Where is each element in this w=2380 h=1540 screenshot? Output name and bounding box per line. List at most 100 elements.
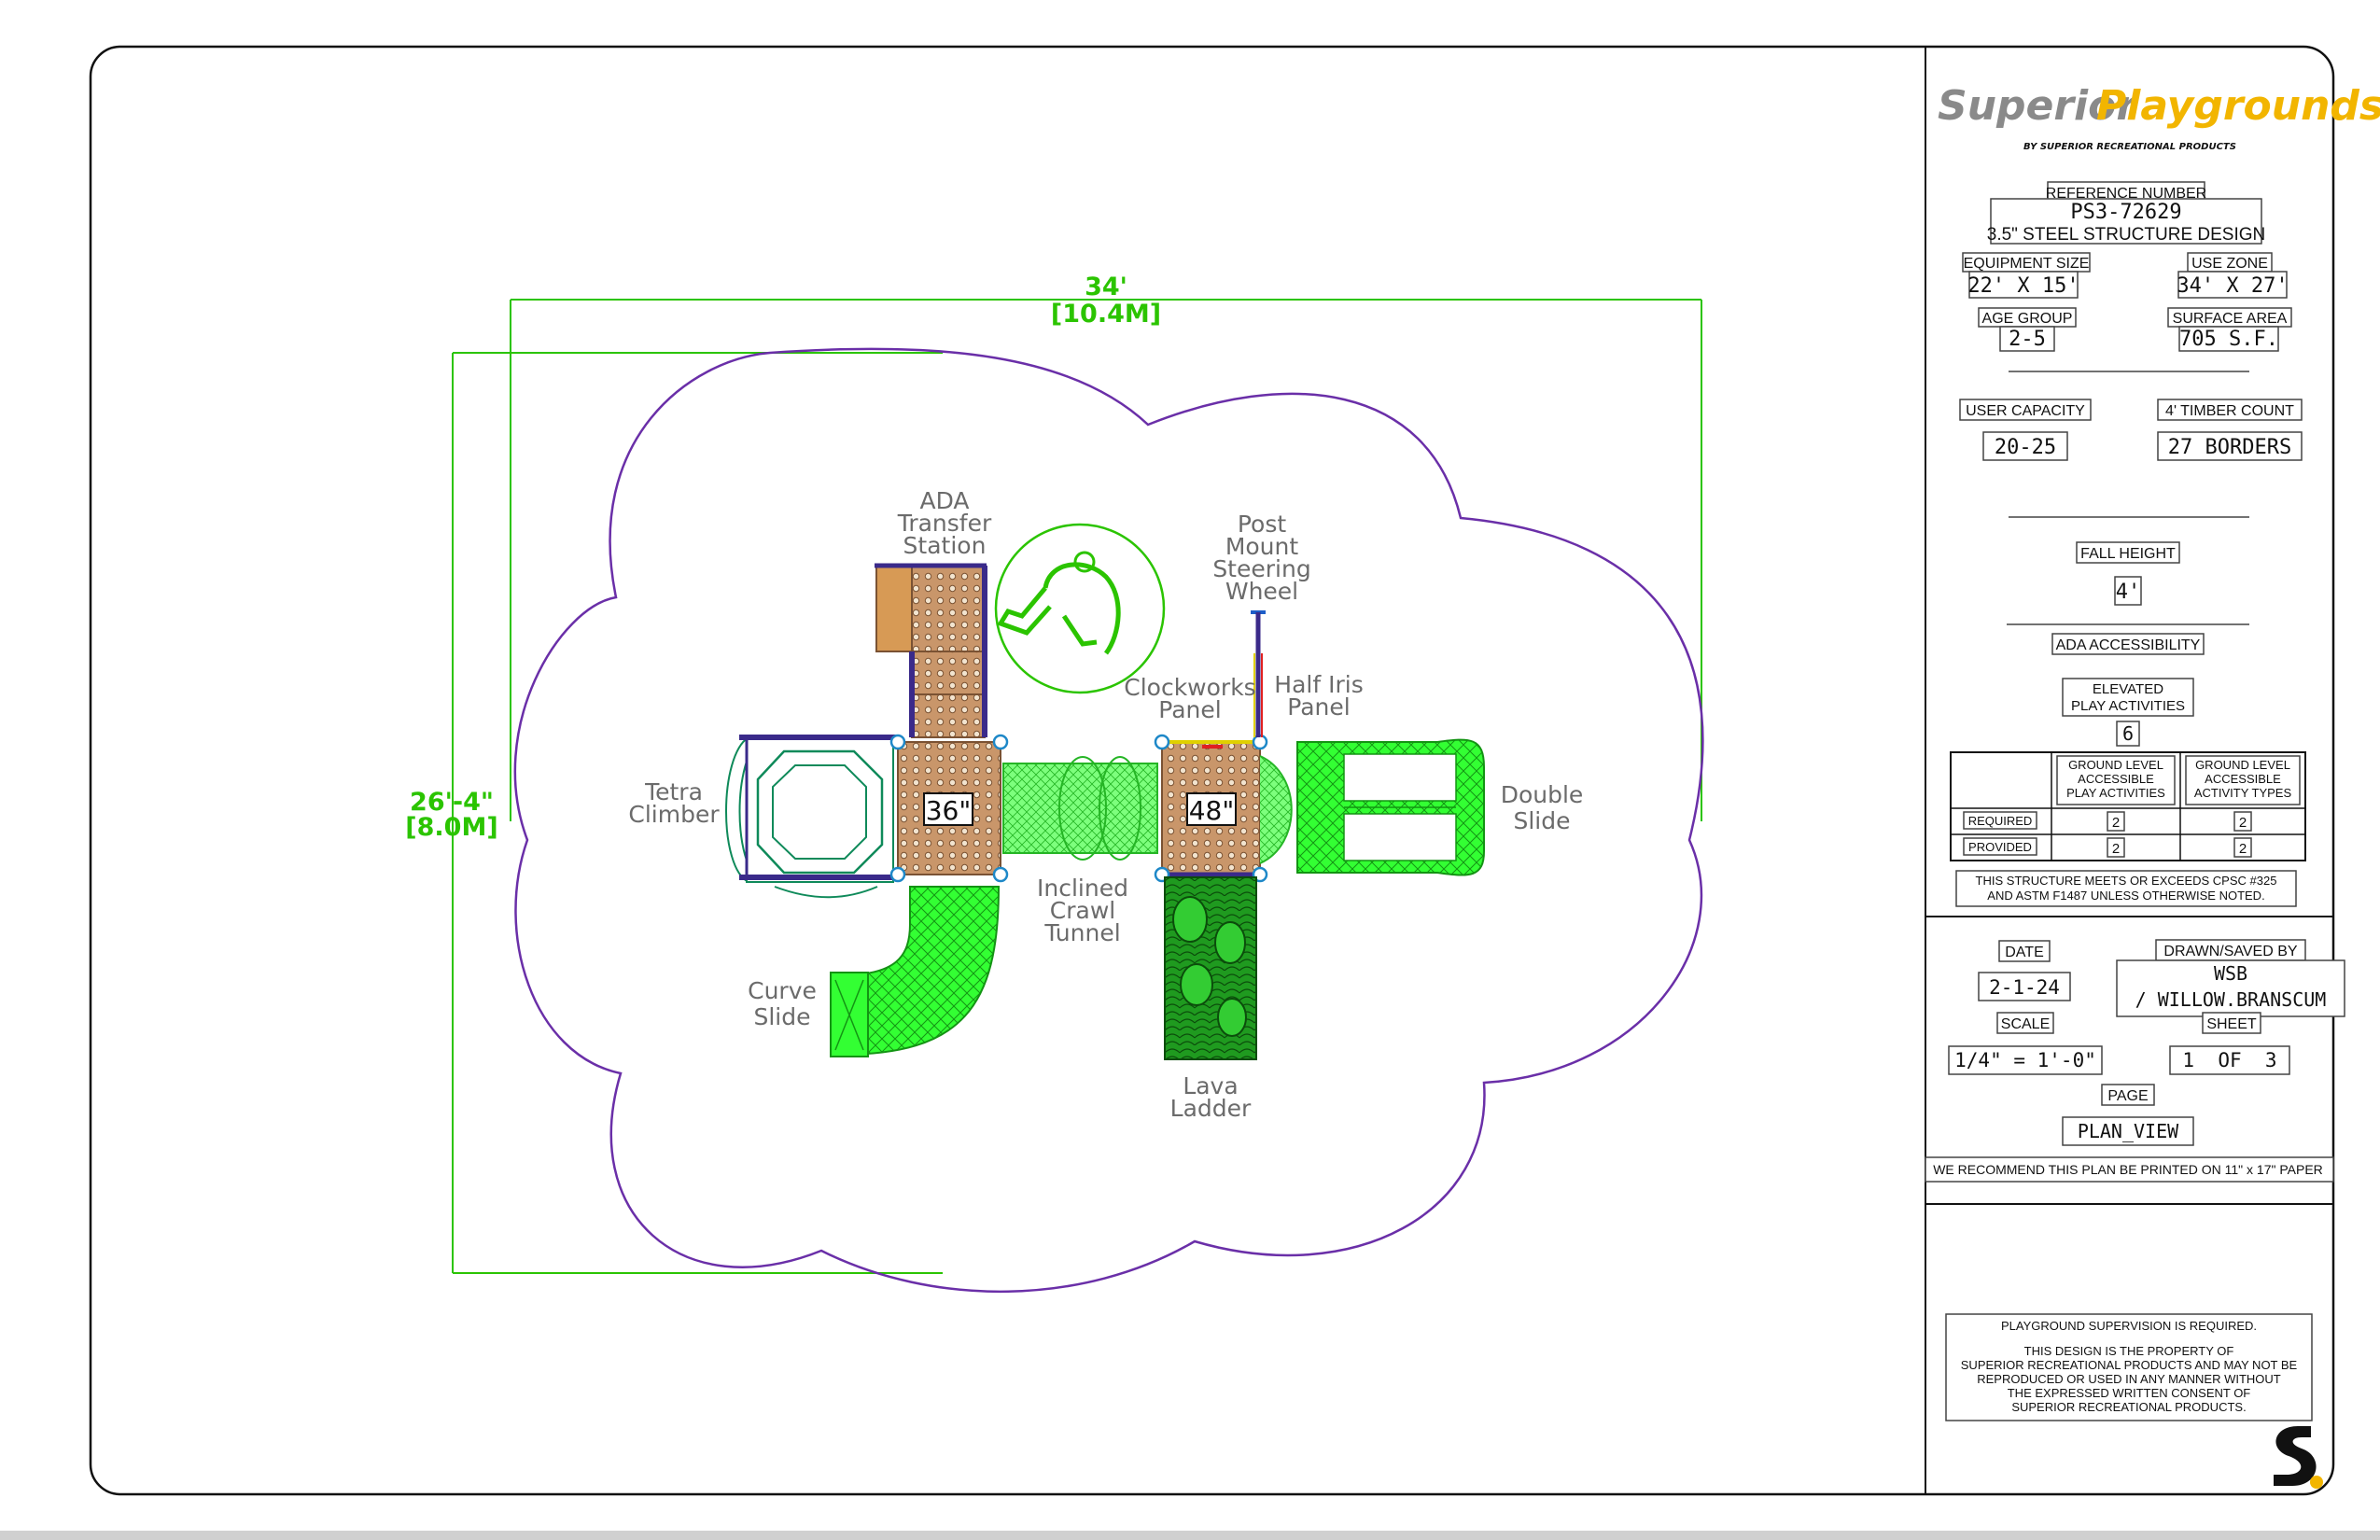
width-feet: 34' bbox=[1085, 273, 1127, 301]
deck-48: 48" bbox=[1154, 734, 1293, 883]
use-zone-label: USE ZONE bbox=[2191, 256, 2268, 272]
equipment-size-label: EQUIPMENT SIZE bbox=[1964, 256, 2090, 272]
scale-value: 1/4" = 1'-0" bbox=[1954, 1049, 2096, 1071]
plan-area: 34' [10.4M] 26'-4" [8.0M] bbox=[405, 273, 1704, 1294]
label-post-3: Steering bbox=[1212, 555, 1310, 582]
deck-48-label: 48" bbox=[1189, 795, 1235, 826]
row-provided-a: 2 bbox=[2112, 841, 2120, 857]
scale-label: SCALE bbox=[2001, 1016, 2050, 1032]
cpsc-line2: AND ASTM F1487 UNLESS OTHERWISE NOTED. bbox=[1987, 889, 2264, 903]
use-zone: 34' X 27' bbox=[2177, 274, 2288, 298]
col2-line1: GROUND LEVEL bbox=[2195, 758, 2290, 772]
label-ada-1: ADA bbox=[919, 487, 969, 514]
label-ada-2: Transfer bbox=[897, 510, 992, 537]
row-required-label: REQUIRED bbox=[1968, 814, 2033, 828]
page-value: PLAN_VIEW bbox=[2078, 1120, 2179, 1142]
label-lava-1: Lava bbox=[1183, 1072, 1238, 1099]
curve-slide bbox=[830, 886, 1001, 1057]
row-provided-label: PROVIDED bbox=[1968, 840, 2032, 854]
drawn-by-initials: WSB bbox=[2214, 962, 2247, 985]
label-ada-3: Station bbox=[903, 532, 987, 559]
row-required-a: 2 bbox=[2112, 815, 2120, 831]
label-tunnel-1: Inclined bbox=[1037, 875, 1128, 902]
drawn-by-label: DRAWN/SAVED BY bbox=[2163, 944, 2297, 959]
height-feet: 26'-4" bbox=[410, 788, 494, 817]
ada-transfer-station bbox=[875, 563, 987, 738]
col1-line3: PLAY ACTIVITIES bbox=[2066, 786, 2165, 800]
width-meters: [10.4M] bbox=[1051, 300, 1161, 329]
label-post-1: Post bbox=[1238, 511, 1287, 538]
bottom-band bbox=[0, 1531, 2380, 1540]
date-label: DATE bbox=[2005, 945, 2043, 960]
tetra-climber bbox=[725, 735, 896, 899]
label-double-slide-2: Slide bbox=[1513, 807, 1570, 834]
label-lava-2: Ladder bbox=[1170, 1095, 1252, 1122]
sheet-label: SHEET bbox=[2206, 1016, 2257, 1032]
inclined-crawl-tunnel bbox=[1002, 756, 1158, 861]
age-group-label: AGE GROUP bbox=[1982, 311, 2073, 327]
elevated-value: 6 bbox=[2122, 722, 2134, 745]
notice-line3: SUPERIOR RECREATIONAL PRODUCTS AND MAY N… bbox=[1961, 1358, 2298, 1372]
label-curve-slide-2: Slide bbox=[753, 1003, 810, 1030]
label-half-iris-1: Half Iris bbox=[1274, 671, 1363, 698]
label-half-iris-2: Panel bbox=[1287, 693, 1350, 721]
reference-number: PS3-72629 bbox=[2070, 201, 2181, 224]
age-group: 2-5 bbox=[2009, 328, 2046, 351]
ada-wheelchair-icon bbox=[994, 523, 1166, 694]
logo-superior: Superior bbox=[1938, 82, 2138, 130]
label-post-4: Wheel bbox=[1225, 578, 1298, 605]
logo-playgrounds: Playgrounds bbox=[2096, 82, 2380, 130]
notice-line5: THE EXPRESSED WRITTEN CONSENT OF bbox=[2008, 1386, 2251, 1400]
notice-line1: PLAYGROUND SUPERVISION IS REQUIRED. bbox=[2001, 1319, 2257, 1333]
elevated-label-2: PLAY ACTIVITIES bbox=[2071, 698, 2185, 714]
dimension-height: 26'-4" [8.0M] bbox=[405, 352, 943, 1274]
surface-area-label: SURFACE AREA bbox=[2173, 311, 2288, 327]
notice-line2: THIS DESIGN IS THE PROPERTY OF bbox=[2024, 1344, 2234, 1358]
col1-line2: ACCESSIBLE bbox=[2078, 772, 2154, 786]
deck-36: 36" bbox=[889, 734, 1009, 883]
print-recommendation: WE RECOMMEND THIS PLAN BE PRINTED ON 11"… bbox=[1933, 1162, 2323, 1177]
lava-ladder bbox=[1164, 876, 1257, 1060]
double-slide bbox=[1296, 738, 1485, 876]
sheet-value: 1 OF 3 bbox=[2182, 1049, 2276, 1071]
col2-line3: ACTIVITY TYPES bbox=[2194, 786, 2292, 800]
superior-s-logo-icon bbox=[2274, 1426, 2323, 1489]
deck-36-label: 36" bbox=[926, 795, 972, 826]
height-meters: [8.0M] bbox=[405, 813, 497, 842]
logo-subtitle: BY SUPERIOR RECREATIONAL PRODUCTS bbox=[2023, 142, 2236, 152]
label-tunnel-3: Tunnel bbox=[1043, 919, 1120, 946]
page-label: PAGE bbox=[2107, 1088, 2148, 1104]
label-post-2: Mount bbox=[1225, 533, 1299, 560]
notice-line6: SUPERIOR RECREATIONAL PRODUCTS. bbox=[2011, 1400, 2246, 1414]
user-capacity-label: USER CAPACITY bbox=[1966, 403, 2085, 419]
col2-line2: ACCESSIBLE bbox=[2205, 772, 2281, 786]
steering-wheel-post bbox=[1251, 610, 1266, 737]
elevated-label-1: ELEVATED bbox=[2093, 681, 2163, 697]
label-clockworks-2: Panel bbox=[1158, 696, 1221, 723]
label-curve-slide-1: Curve bbox=[748, 977, 817, 1004]
fall-height: 4' bbox=[2116, 581, 2141, 604]
row-provided-b: 2 bbox=[2239, 841, 2247, 857]
reference-number-label: REFERENCE NUMBER bbox=[2046, 186, 2206, 202]
timber-count: 27 BORDERS bbox=[2168, 436, 2291, 459]
label-clockworks-1: Clockworks bbox=[1124, 674, 1255, 701]
label-double-slide-1: Double bbox=[1501, 781, 1584, 808]
structure-design: 3.5" STEEL STRUCTURE DESIGN bbox=[1987, 225, 2266, 245]
label-tunnel-2: Crawl bbox=[1050, 897, 1115, 924]
cpsc-line1: THIS STRUCTURE MEETS OR EXCEEDS CPSC #32… bbox=[1976, 874, 2277, 888]
date-value: 2-1-24 bbox=[1989, 976, 2060, 999]
col1-line1: GROUND LEVEL bbox=[2068, 758, 2163, 772]
user-capacity: 20-25 bbox=[1995, 436, 2056, 459]
title-block: Superior Playgrounds BY SUPERIOR RECREAT… bbox=[1925, 82, 2380, 1489]
timber-count-label: 4' TIMBER COUNT bbox=[2165, 403, 2294, 419]
label-tetra-2: Climber bbox=[628, 801, 720, 828]
accessibility-table: GROUND LEVEL ACCESSIBLE PLAY ACTIVITIES … bbox=[1950, 751, 2306, 861]
drawn-by-name: / WILLOW.BRANSCUM bbox=[2135, 988, 2327, 1011]
label-tetra-1: Tetra bbox=[644, 778, 703, 805]
fall-height-label: FALL HEIGHT bbox=[2080, 546, 2176, 562]
notice-line4: REPRODUCED OR USED IN ANY MANNER WITHOUT bbox=[1977, 1372, 2281, 1386]
use-zone-outline bbox=[513, 347, 1704, 1294]
row-required-b: 2 bbox=[2239, 815, 2247, 831]
surface-area: 705 S.F. bbox=[2179, 328, 2278, 351]
